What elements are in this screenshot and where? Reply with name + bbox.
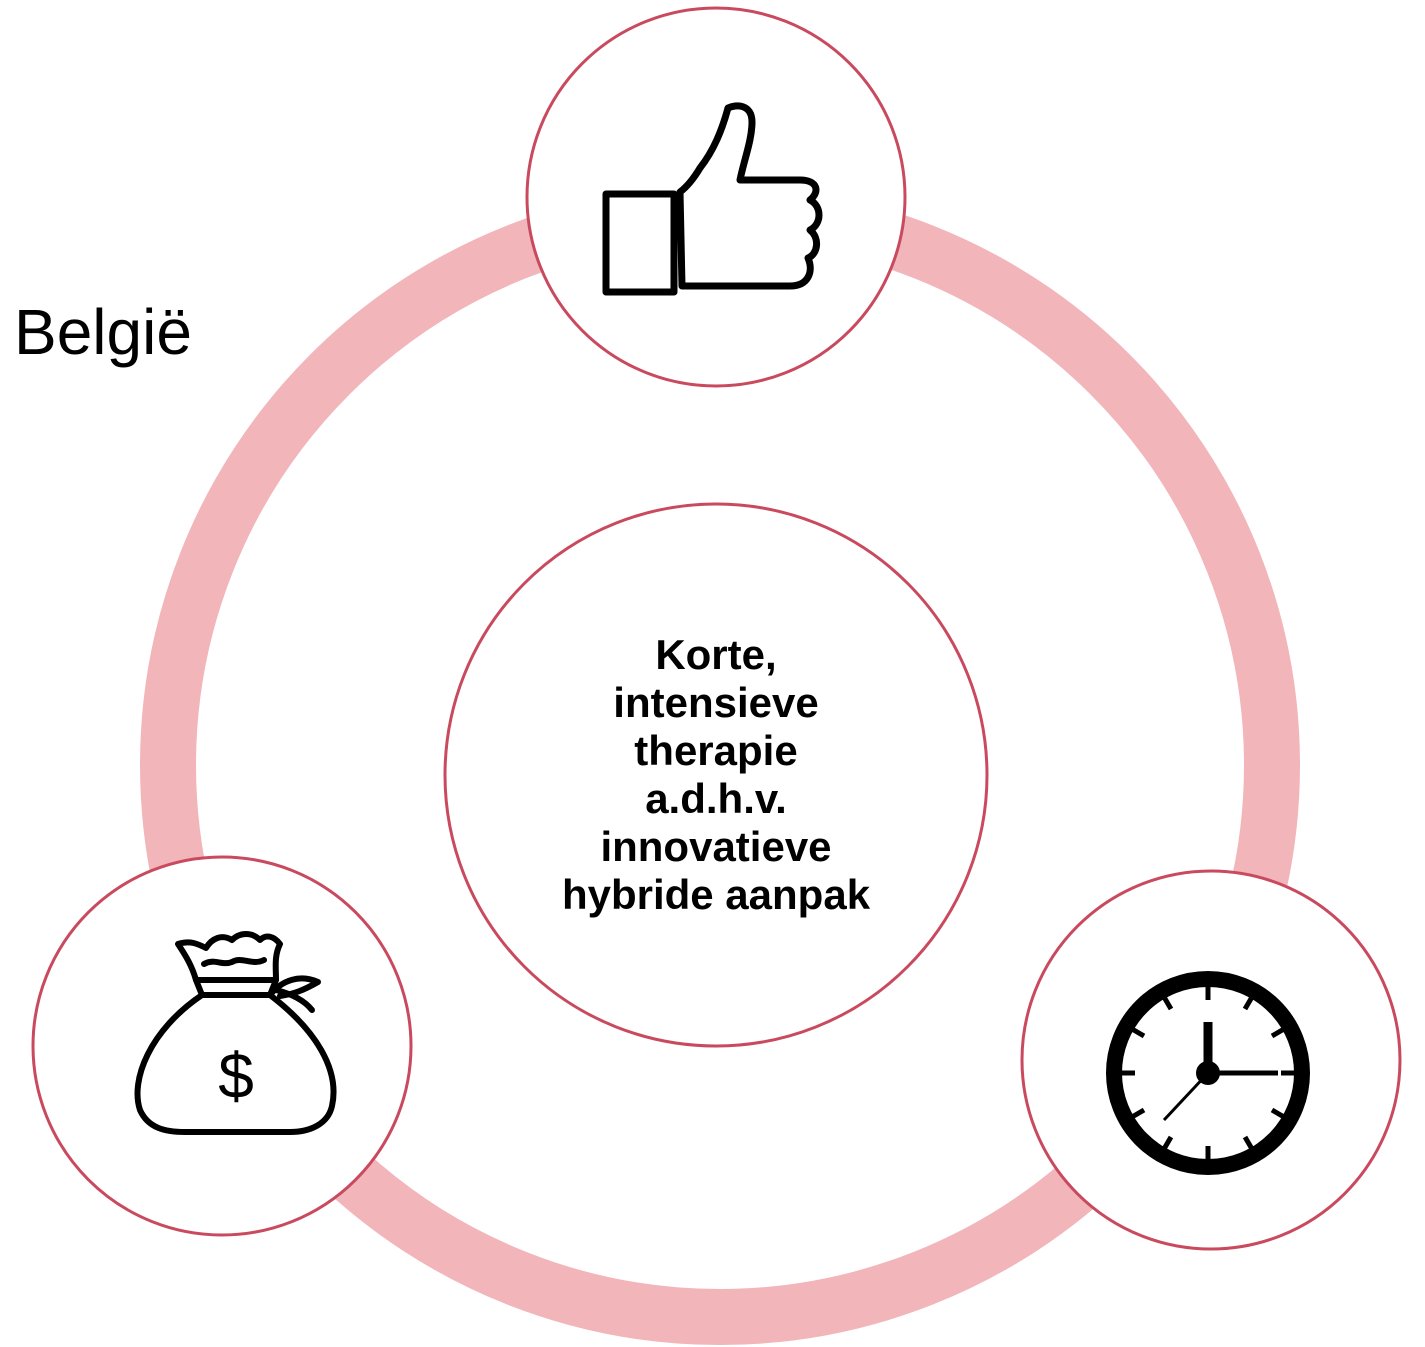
center-line: intensieve (613, 679, 819, 726)
node-top (525, 6, 907, 388)
country-label: België (14, 296, 192, 368)
center-text: Korte, intensieve therapie a.d.h.v. inno… (446, 505, 986, 1045)
center-line: therapie (634, 727, 798, 774)
node-left: $ (31, 855, 413, 1237)
center-circle (443, 502, 989, 1048)
thumbs-up-icon (602, 102, 823, 296)
center-line: a.d.h.v. (645, 775, 787, 822)
dollar-sign: $ (218, 1040, 254, 1112)
clock-icon (1106, 971, 1310, 1175)
node-right (1020, 869, 1402, 1251)
center-line: hybride aanpak (561, 871, 871, 918)
center-line: innovatieve (600, 823, 832, 870)
money-bag-icon: $ (134, 931, 337, 1135)
center-line: Korte, (655, 631, 777, 678)
